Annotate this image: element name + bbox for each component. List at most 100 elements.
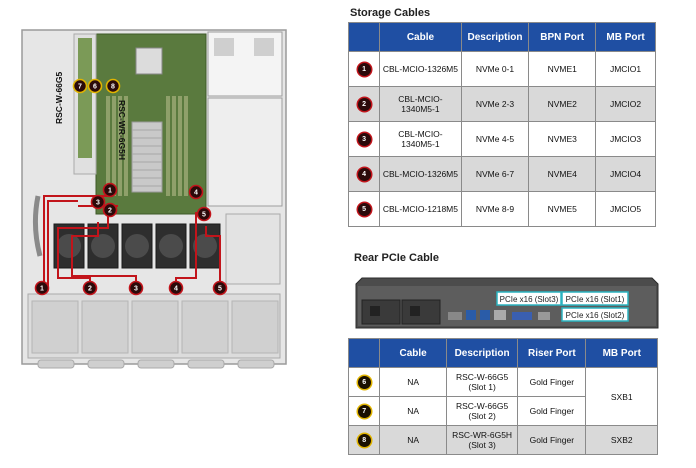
badge-circle-5 xyxy=(212,280,228,296)
rear-pcie-cable-table: Cable Description Riser Port MB Port 6 N… xyxy=(347,338,658,455)
cable-cell: NA xyxy=(379,396,447,426)
badge-circle-3 xyxy=(90,194,106,210)
badge-number-7: 7 xyxy=(78,84,82,91)
cable-route-2 xyxy=(57,212,109,288)
storage-header-mb-port: MB Port xyxy=(595,22,656,52)
rear-header-cable: Cable xyxy=(379,338,447,368)
description-cell: NVMe 6-7 xyxy=(460,156,530,192)
storage-header-row: Cable Description BPN Port MB Port xyxy=(347,22,656,52)
mb-port-cell: JMCIO5 xyxy=(595,191,656,227)
badge-number-3: 3 xyxy=(134,286,138,293)
storage-header-description: Description xyxy=(460,22,530,52)
table-row: 1 CBL-MCIO-1326M5 NVMe 0-1 NVME1 JMCIO1 xyxy=(347,51,656,87)
rear-header-index xyxy=(347,338,381,368)
badge-number-3: 3 xyxy=(96,200,100,207)
bpn-port-cell: NVME3 xyxy=(528,121,597,157)
badge-number-1: 1 xyxy=(108,188,112,195)
cable-cell: CBL-MCIO-1326M5 xyxy=(379,156,462,192)
mb-port-cell: JMCIO1 xyxy=(595,51,656,87)
mb-port-cell: SXB2 xyxy=(585,425,658,455)
cable-number-badge: 1 xyxy=(357,62,371,76)
riser-port-cell: Gold Finger xyxy=(517,396,587,426)
badge-number-2: 2 xyxy=(88,286,92,293)
badge-number-2: 2 xyxy=(108,208,112,215)
cable-cell: CBL-MCIO-1340M5-1 xyxy=(379,121,462,157)
cable-number-badge: 2 xyxy=(357,97,371,111)
table-row: 2 CBL-MCIO-1340M5-1 NVMe 2-3 NVME2 JMCIO… xyxy=(347,86,656,122)
storage-cables-title: Storage Cables xyxy=(350,7,431,19)
badge-circle-2 xyxy=(102,202,118,218)
table-row: 4 CBL-MCIO-1326M5 NVMe 6-7 NVME4 JMCIO4 xyxy=(347,156,656,192)
badge-number-5: 5 xyxy=(202,212,206,219)
storage-header-bpn-port: BPN Port xyxy=(528,22,597,52)
storage-header-cable: Cable xyxy=(379,22,462,52)
badge-number-8: 8 xyxy=(111,84,115,91)
table-row: 6 NA RSC-W-66G5(Slot 1) Gold Finger SXB1 xyxy=(347,367,658,426)
description-cell: NVMe 2-3 xyxy=(460,86,530,122)
description-cell: RSC-W-66G5(Slot 2) xyxy=(445,396,519,426)
badge-number-1: 1 xyxy=(40,286,44,293)
description-line1: RSC-W-66G5 xyxy=(455,372,509,382)
badge-circle-2 xyxy=(82,280,98,296)
badge-number-6: 6 xyxy=(93,84,97,91)
description-line1: RSC-W-66G5 xyxy=(455,401,509,411)
table-row: 5 CBL-MCIO-1218M5 NVMe 8-9 NVME5 JMCIO5 xyxy=(347,191,656,227)
mb-port-cell: JMCIO3 xyxy=(595,121,656,157)
description-line2: (Slot 3) xyxy=(468,440,496,450)
badge-circle-5 xyxy=(196,206,212,222)
badge-number-4: 4 xyxy=(174,286,178,293)
mb-port-cell: SXB1 xyxy=(585,367,658,426)
badge-circle-1 xyxy=(34,280,50,296)
riser-label-right: RSC-WR-6G5H xyxy=(117,100,127,160)
cable-route-1 xyxy=(43,195,108,288)
cable-cell: CBL-MCIO-1218M5 xyxy=(379,191,462,227)
cable-cell: CBL-MCIO-1326M5 xyxy=(379,51,462,87)
badge-circle-1 xyxy=(102,182,118,198)
slot1-label: PCIe x16 (Slot1) xyxy=(566,295,625,304)
cable-number-badge: 8 xyxy=(357,433,371,447)
table-row: 8 NA RSC-WR-6G5H(Slot 3) Gold Finger SXB… xyxy=(347,425,658,455)
description-cell: NVMe 4-5 xyxy=(460,121,530,157)
storage-cables-table: Cable Description BPN Port MB Port 1 CBL… xyxy=(347,22,656,227)
badge-number-5: 5 xyxy=(218,286,222,293)
cable-cell: CBL-MCIO-1340M5-1 xyxy=(379,86,462,122)
cable-number-badge: 5 xyxy=(357,202,371,216)
rear-header-description: Description xyxy=(445,338,519,368)
bpn-port-cell: NVME2 xyxy=(528,86,597,122)
storage-header-index xyxy=(347,22,381,52)
cable-number-badge: 6 xyxy=(357,375,371,389)
description-line1: RSC-WR-6G5H xyxy=(452,430,513,440)
bpn-port-cell: NVME5 xyxy=(528,191,597,227)
riser-port-cell: Gold Finger xyxy=(517,367,587,397)
rear-panel-photo: PCIe x16 (Slot3) PCIe x16 (Slot1) PCIe x… xyxy=(355,277,659,329)
description-cell: NVMe 8-9 xyxy=(460,191,530,227)
slot3-label: PCIe x16 (Slot3) xyxy=(500,295,559,304)
rear-header-row: Cable Description Riser Port MB Port xyxy=(347,338,658,368)
badge-circle-6 xyxy=(87,78,103,94)
mb-port-cell: JMCIO4 xyxy=(595,156,656,192)
rear-header-mb-port: MB Port xyxy=(585,338,658,368)
bpn-port-cell: NVME4 xyxy=(528,156,597,192)
description-cell: NVMe 0-1 xyxy=(460,51,530,87)
cable-number-badge: 7 xyxy=(357,404,371,418)
badge-circle-4 xyxy=(188,184,204,200)
cable-route-3 xyxy=(71,222,137,288)
badge-circle-3 xyxy=(128,280,144,296)
cable-route-6 xyxy=(47,200,78,288)
bpn-port-cell: NVME1 xyxy=(528,51,597,87)
slot2-label: PCIe x16 (Slot2) xyxy=(566,311,625,320)
badge-circle-7 xyxy=(72,78,88,94)
cable-route-5 xyxy=(205,226,221,288)
cable-cell: NA xyxy=(379,425,447,455)
badge-circle-8 xyxy=(105,78,121,94)
description-line2: (Slot 2) xyxy=(468,411,496,421)
riser-port-cell: Gold Finger xyxy=(517,425,587,455)
cable-number-badge: 3 xyxy=(357,132,371,146)
description-cell: RSC-WR-6G5H(Slot 3) xyxy=(445,425,519,455)
rear-pcie-cable-title: Rear PCIe Cable xyxy=(354,252,439,264)
table-row: 3 CBL-MCIO-1340M5-1 NVMe 4-5 NVME3 JMCIO… xyxy=(347,121,656,157)
cable-number-badge: 4 xyxy=(357,167,371,181)
rear-header-riser-port: Riser Port xyxy=(517,338,587,368)
